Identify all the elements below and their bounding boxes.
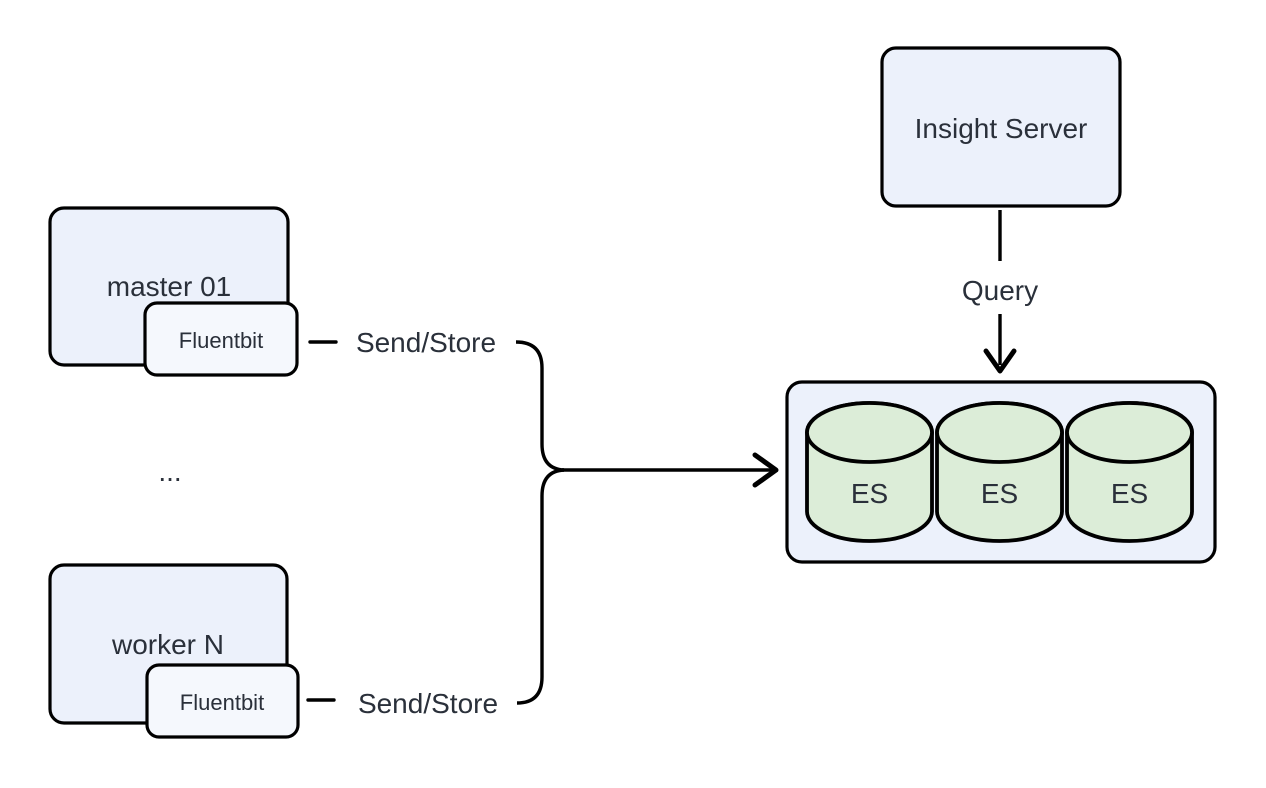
es-cylinder-3: ES <box>1065 401 1194 543</box>
es-cylinder-2-top <box>935 401 1064 464</box>
send-store-bottom-edge-curve <box>516 468 565 705</box>
query-edge-label: Query <box>962 275 1038 306</box>
worker-node-label: worker N <box>111 629 224 660</box>
fluentbit-top-node <box>143 301 299 377</box>
fluentbit-top-node-label: Fluentbit <box>179 328 263 353</box>
master-node-label: master 01 <box>107 271 232 302</box>
arrowhead-down-icon <box>983 348 1017 374</box>
es-cylinder-1-top <box>805 401 934 464</box>
insight-server-node-label: Insight Server <box>915 113 1088 144</box>
es-cylinder-3-label: ES <box>1111 478 1148 509</box>
arrowhead-right-icon <box>752 452 779 488</box>
es-cylinder-2: ES <box>935 401 1064 543</box>
send-store-top-edge-label: Send/Store <box>356 327 496 358</box>
fluentbit-bottom-node-label: Fluentbit <box>180 690 264 715</box>
es-cylinder-1-label: ES <box>851 478 888 509</box>
es-cylinder-3-top <box>1065 401 1194 464</box>
send-store-top-edge-curve <box>515 340 565 472</box>
es-cylinder-2-label: ES <box>981 478 1018 509</box>
insight-server-node <box>880 46 1122 208</box>
send-store-bottom-edge-label: Send/Store <box>358 688 498 719</box>
fluentbit-bottom-node <box>145 663 300 739</box>
es-cylinder-1: ES <box>805 401 934 543</box>
ellipsis-label: ... <box>158 456 181 487</box>
